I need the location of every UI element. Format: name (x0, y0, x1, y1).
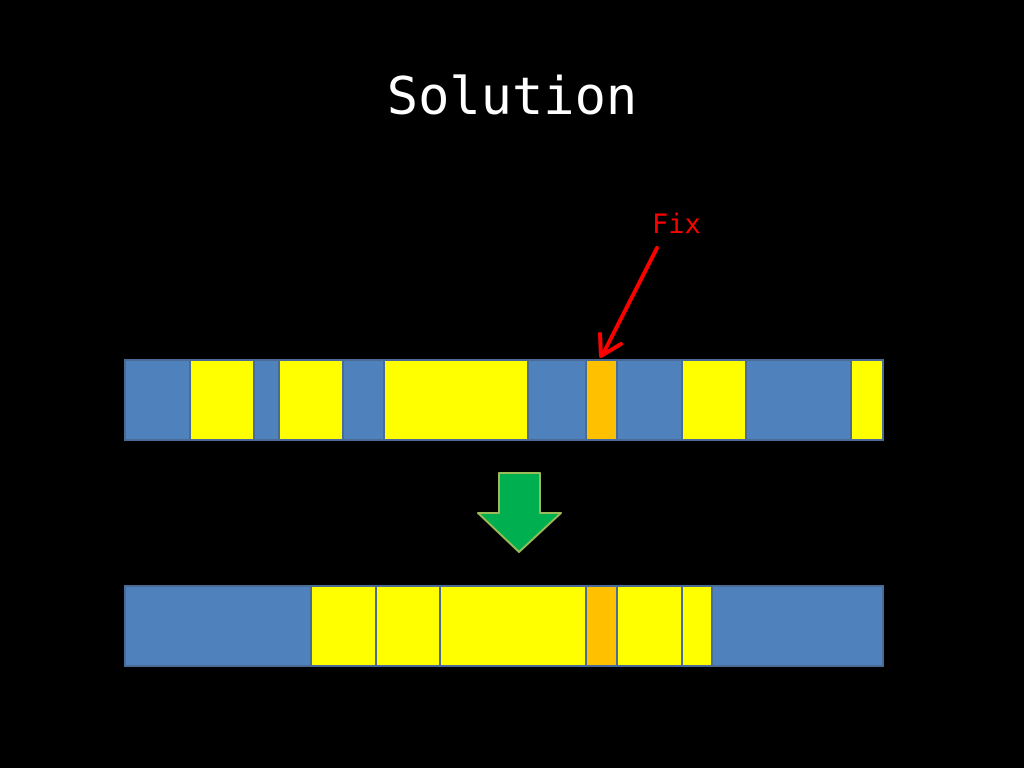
memory-block-free (616, 359, 683, 441)
memory-block-fixed (585, 359, 618, 441)
down-arrow-icon (477, 472, 562, 553)
slide-title: Solution (386, 67, 638, 127)
memory-block-allocated (375, 585, 441, 667)
fix-arrow-shaft (602, 246, 659, 354)
memory-block-allocated (383, 359, 529, 441)
memory-block-allocated (616, 585, 683, 667)
memory-bar-after (124, 585, 884, 667)
memory-block-allocated (278, 359, 344, 441)
compaction-down-arrow (477, 472, 562, 553)
memory-block-allocated (439, 585, 587, 667)
memory-block-allocated (681, 359, 747, 441)
memory-block-free (124, 585, 312, 667)
memory-block-allocated (189, 359, 255, 441)
memory-block-allocated (310, 585, 377, 667)
memory-block-free (745, 359, 852, 441)
memory-block-allocated (681, 585, 713, 667)
memory-block-free (527, 359, 587, 441)
memory-block-allocated (850, 359, 884, 441)
memory-block-fixed (585, 585, 618, 667)
fix-label: Fix (652, 209, 701, 240)
memory-block-free (342, 359, 385, 441)
memory-block-free (253, 359, 280, 441)
memory-block-free (711, 585, 884, 667)
memory-block-free (124, 359, 191, 441)
fix-pointer-arrow (598, 246, 659, 358)
fix-arrow-head (598, 332, 623, 358)
memory-bar-before (124, 359, 884, 441)
